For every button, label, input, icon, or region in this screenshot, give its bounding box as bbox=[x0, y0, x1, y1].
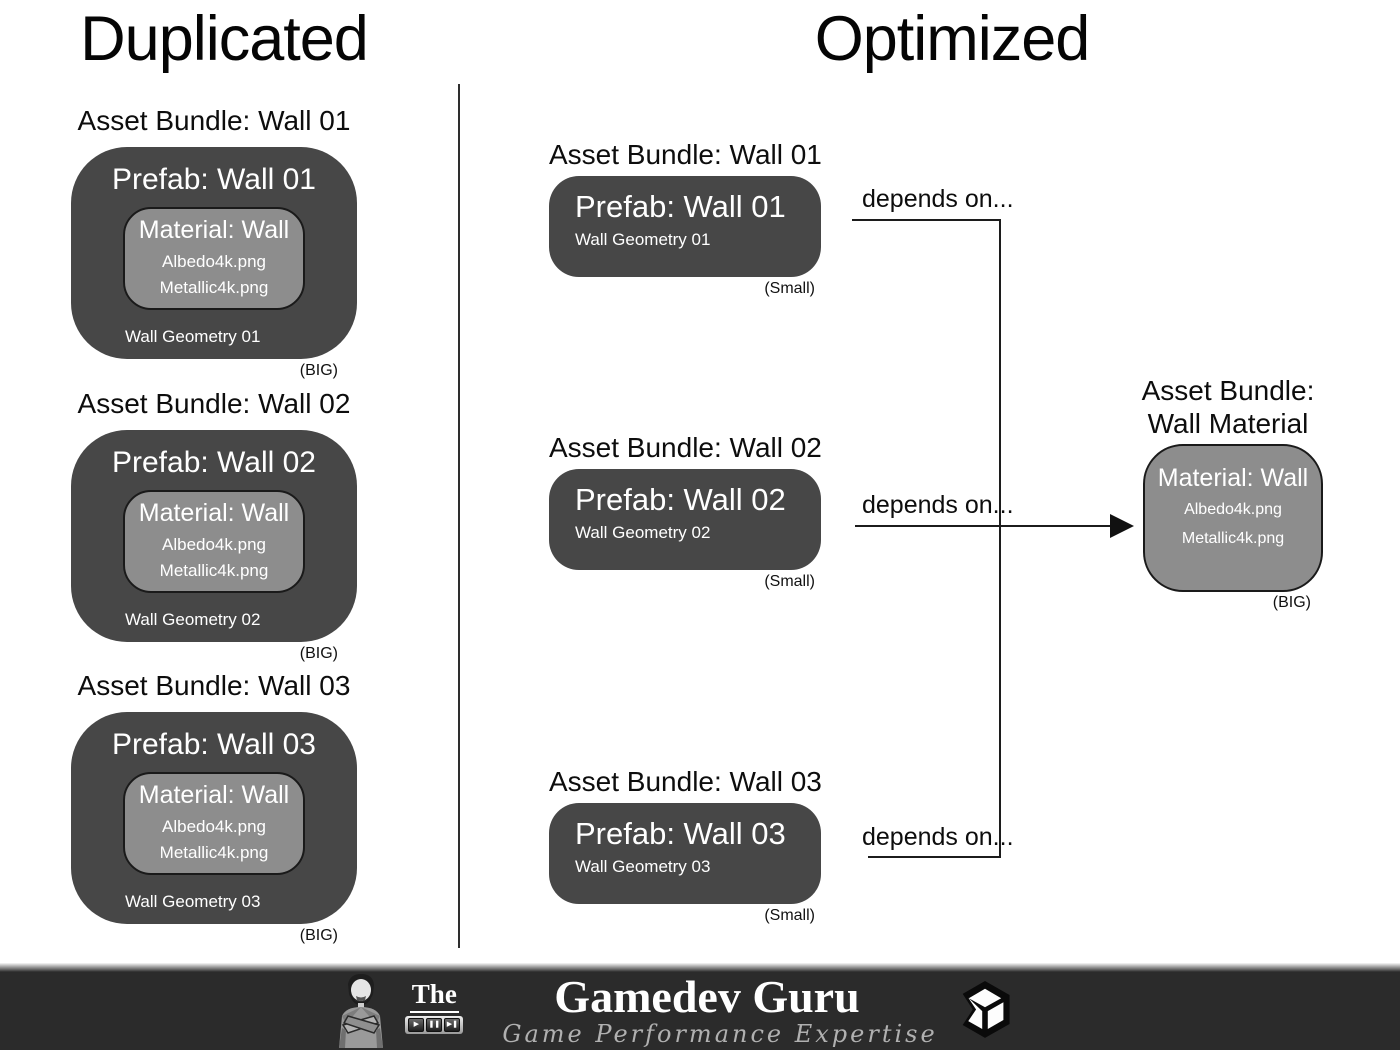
bundle-heading: Asset Bundle: Wall 03 bbox=[549, 766, 822, 797]
duplicated-bundle-wall-02: Asset Bundle: Wall 02 Prefab: Wall 02 Ma… bbox=[54, 387, 374, 663]
prefab-title: Prefab: Wall 02 bbox=[112, 446, 316, 479]
bundle-heading: Asset Bundle: Wall 01 bbox=[549, 139, 822, 170]
pause-icon: ❚❚ bbox=[426, 1018, 443, 1032]
geometry-label: Wall Geometry 01 bbox=[575, 230, 711, 249]
texture-file: Metallic4k.png bbox=[1181, 530, 1285, 547]
prefab-title: Prefab: Wall 03 bbox=[575, 816, 786, 851]
geometry-label: Wall Geometry 03 bbox=[125, 892, 261, 911]
prefab-title: Prefab: Wall 01 bbox=[112, 163, 316, 196]
depends-on-label: depends on... bbox=[862, 491, 1014, 519]
footer-bevel bbox=[0, 963, 1400, 972]
prefab-title: Prefab: Wall 02 bbox=[575, 482, 786, 517]
material-title: Material: Wall bbox=[138, 499, 290, 527]
material-title: Material: Wall bbox=[138, 216, 290, 244]
prefab-title: Prefab: Wall 03 bbox=[112, 728, 316, 761]
material-bundle-heading-line2: Wall Material bbox=[1147, 408, 1309, 439]
size-badge: (BIG) bbox=[299, 927, 338, 944]
the-block: The ▶ ❚❚ ▶❚ bbox=[404, 979, 464, 1034]
player-controls: ▶ ❚❚ ▶❚ bbox=[405, 1016, 464, 1034]
prefab-box: Prefab: Wall 02 Wall Geometry 02 bbox=[549, 469, 821, 570]
prefab-box: Prefab: Wall 01 Wall Geometry 01 bbox=[549, 176, 821, 277]
material-box: Material: Wall Albedo4k.png Metallic4k.p… bbox=[123, 207, 305, 310]
texture-file: Metallic4k.png bbox=[159, 843, 269, 862]
optimized-bundle-wall-02: Asset Bundle: Wall 02 Prefab: Wall 02 Wa… bbox=[549, 431, 829, 591]
material-bundle-heading-line1: Asset Bundle: bbox=[1141, 375, 1315, 406]
column-divider bbox=[458, 84, 460, 948]
geometry-label: Wall Geometry 02 bbox=[575, 523, 711, 542]
optimized-bundle-wall-01: Asset Bundle: Wall 01 Prefab: Wall 01 Wa… bbox=[549, 138, 829, 298]
bundle-heading: Asset Bundle: Wall 02 bbox=[549, 432, 822, 463]
size-badge: (Small) bbox=[764, 280, 815, 297]
optimized-title: Optimized bbox=[814, 4, 1091, 74]
geometry-label: Wall Geometry 01 bbox=[125, 327, 261, 346]
duplicated-bundle-wall-01: Asset Bundle: Wall 01 Prefab: Wall 01 Ma… bbox=[54, 104, 374, 380]
duplicated-title: Duplicated bbox=[80, 4, 369, 74]
material-box: Material: Wall Albedo4k.png Metallic4k.p… bbox=[123, 772, 305, 875]
dependency-arrow-line bbox=[855, 525, 1113, 527]
texture-file: Albedo4k.png bbox=[162, 535, 266, 554]
optimized-bundle-wall-03: Asset Bundle: Wall 03 Prefab: Wall 03 Wa… bbox=[549, 765, 829, 925]
brand-block: Gamedev Guru Game Performance Expertise bbox=[476, 970, 938, 1048]
bundle-heading: Asset Bundle: Wall 02 bbox=[77, 388, 351, 419]
prefab-box: Prefab: Wall 02 Material: Wall Albedo4k.… bbox=[71, 430, 357, 642]
prefab-box: Prefab: Wall 03 Wall Geometry 03 bbox=[549, 803, 821, 904]
geometry-label: Wall Geometry 02 bbox=[125, 610, 261, 629]
unity-logo-icon bbox=[962, 980, 1010, 1038]
texture-file: Metallic4k.png bbox=[159, 278, 269, 297]
texture-file: Albedo4k.png bbox=[1184, 501, 1282, 518]
size-badge: (Small) bbox=[764, 573, 815, 590]
material-bundle-heading: Asset Bundle: Wall Material bbox=[1118, 374, 1338, 440]
material-title: Material: Wall bbox=[1157, 464, 1309, 492]
size-badge: (BIG) bbox=[299, 362, 338, 379]
geometry-label: Wall Geometry 03 bbox=[575, 857, 711, 876]
brand-tagline: Game Performance Expertise bbox=[502, 1019, 938, 1048]
bundle-heading: Asset Bundle: Wall 03 bbox=[77, 670, 351, 701]
duplicated-bundle-wall-03: Asset Bundle: Wall 03 Prefab: Wall 03 Ma… bbox=[54, 669, 374, 945]
prefab-title: Prefab: Wall 01 bbox=[575, 189, 786, 224]
prefab-box: Prefab: Wall 01 Material: Wall Albedo4k.… bbox=[71, 147, 357, 359]
footer-banner: The ▶ ❚❚ ▶❚ Gamedev Guru Game Performanc… bbox=[0, 963, 1400, 1050]
shared-material-box: Material: Wall Albedo4k.png Metallic4k.p… bbox=[1143, 444, 1323, 592]
size-badge: (BIG) bbox=[1272, 594, 1311, 611]
prefab-box: Prefab: Wall 03 Material: Wall Albedo4k.… bbox=[71, 712, 357, 924]
dependency-line bbox=[852, 219, 1000, 221]
size-badge: (Small) bbox=[764, 907, 815, 924]
depends-on-label: depends on... bbox=[862, 185, 1014, 213]
texture-file: Metallic4k.png bbox=[159, 561, 269, 580]
footer-logo-group: The ▶ ❚❚ ▶❚ Gamedev Guru Game Performanc… bbox=[0, 969, 1400, 1050]
bundle-heading: Asset Bundle: Wall 01 bbox=[77, 105, 351, 136]
dependency-line bbox=[868, 856, 1000, 858]
size-badge: (BIG) bbox=[299, 645, 338, 662]
texture-file: Albedo4k.png bbox=[162, 252, 266, 271]
the-label: The bbox=[409, 979, 459, 1013]
guru-illustration-icon bbox=[339, 973, 384, 1048]
next-icon: ▶❚ bbox=[444, 1018, 461, 1032]
depends-on-label: depends on... bbox=[862, 823, 1014, 851]
dependency-trunk-line bbox=[999, 219, 1001, 858]
play-icon: ▶ bbox=[408, 1018, 425, 1032]
material-box: Material: Wall Albedo4k.png Metallic4k.p… bbox=[123, 490, 305, 593]
material-title: Material: Wall bbox=[138, 781, 290, 809]
brand-title: Gamedev Guru bbox=[554, 970, 860, 1022]
texture-file: Albedo4k.png bbox=[162, 817, 266, 836]
arrowhead-icon bbox=[1110, 514, 1134, 538]
